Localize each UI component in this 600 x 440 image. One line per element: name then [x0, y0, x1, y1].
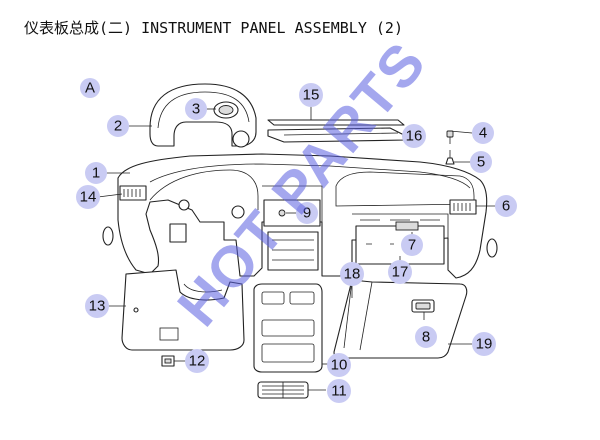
part-center-bezel — [253, 283, 323, 373]
section-label-text: A — [85, 80, 95, 97]
callout-13-label: 13 — [89, 298, 106, 315]
part-glovebox-door — [333, 279, 468, 359]
callout-18-label: 18 — [344, 266, 361, 283]
callout-2: 2 — [107, 115, 129, 137]
callout-7-label: 7 — [408, 237, 416, 254]
callout-12: 12 — [185, 349, 209, 373]
part-left-air-vent — [119, 185, 147, 201]
part-knee-panel — [121, 269, 245, 351]
part-end-cap-right — [486, 238, 498, 258]
part-right-air-vent — [449, 199, 477, 215]
callout-11: 11 — [327, 379, 351, 403]
callout-16: 16 — [402, 124, 426, 148]
callout-15: 15 — [299, 83, 323, 107]
callout-4-label: 4 — [479, 125, 487, 142]
callout-9: 9 — [296, 202, 318, 224]
callout-3: 3 — [185, 98, 207, 120]
callout-14-label: 14 — [80, 189, 97, 206]
callout-3-label: 3 — [192, 101, 200, 118]
part-gauge-knob — [213, 101, 239, 119]
callout-6: 6 — [495, 195, 517, 217]
part-small-bracket — [161, 355, 175, 367]
callout-2-label: 2 — [114, 118, 122, 135]
callout-14: 14 — [76, 185, 100, 209]
part-glovebox-frame — [355, 221, 445, 265]
callout-5: 5 — [470, 151, 492, 173]
callout-13: 13 — [85, 294, 109, 318]
callout-1-label: 1 — [92, 165, 100, 182]
callout-8-label: 8 — [422, 329, 430, 346]
callout-9-label: 9 — [303, 205, 311, 222]
callout-18: 18 — [340, 262, 364, 286]
callout-12-label: 12 — [189, 353, 206, 370]
callout-7: 7 — [401, 234, 423, 256]
callout-8: 8 — [415, 326, 437, 348]
part-lower-vents — [257, 381, 309, 399]
diagram-title: 仪表板总成(二) INSTRUMENT PANEL ASSEMBLY (2) — [24, 19, 403, 37]
part-defroster-strip-15 — [267, 119, 405, 126]
section-label: A — [80, 78, 100, 98]
callout-6-label: 6 — [502, 198, 510, 215]
part-end-cap-left — [102, 226, 114, 246]
callout-5-label: 5 — [477, 154, 485, 171]
callout-4: 4 — [472, 122, 494, 144]
leader-lines — [97, 105, 496, 391]
callout-1: 1 — [85, 162, 107, 184]
callout-16-label: 16 — [406, 128, 423, 145]
part-clip-5 — [445, 150, 455, 165]
callout-15-label: 15 — [303, 87, 320, 104]
callout-11-label: 11 — [331, 383, 347, 400]
part-clip-4 — [446, 130, 454, 144]
callout-10-label: 10 — [331, 357, 348, 374]
callout-19: 19 — [472, 332, 496, 356]
callout-10: 10 — [327, 353, 351, 377]
part-glovebox-handle — [411, 299, 435, 313]
callout-17-label: 17 — [392, 264, 409, 281]
callout-19-label: 19 — [476, 336, 493, 353]
callout-17: 17 — [388, 260, 412, 284]
